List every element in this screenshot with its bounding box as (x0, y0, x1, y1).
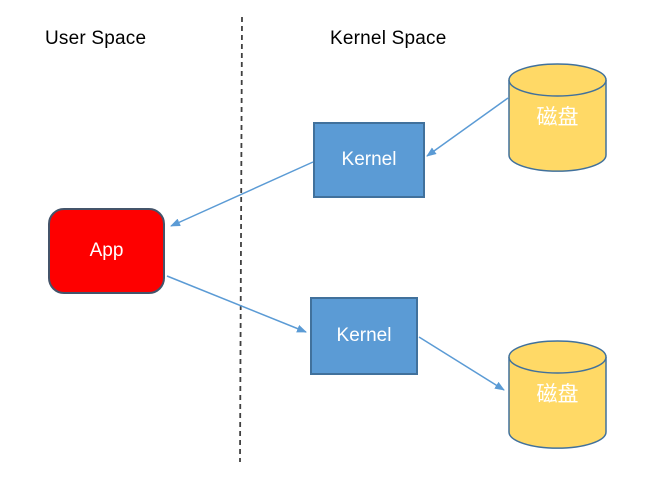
disk-node-top: 磁盘 (508, 63, 607, 172)
arrow-kernel-bottom-to-disk-bottom (418, 336, 505, 391)
kernel-space-label: Kernel Space (330, 28, 447, 49)
kernel-node-bottom: Kernel (310, 297, 418, 375)
disk-node-bottom-label: 磁盘 (536, 383, 579, 406)
disk-node-bottom: 磁盘 (508, 340, 607, 449)
disk-cylinder-icon (508, 340, 607, 449)
kernel-node-top-label: Kernel (341, 149, 397, 170)
disk-node-top-label: 磁盘 (536, 106, 579, 129)
kernel-node-top: Kernel (313, 122, 425, 198)
arrow-app-to-kernel-bottom (166, 275, 307, 333)
user-space-label: User Space (45, 28, 147, 49)
app-node: App (48, 208, 165, 294)
arrow-disk-top-to-kernel-top (426, 97, 509, 157)
arrow-kernel-top-to-app (170, 161, 314, 227)
app-node-label: App (89, 240, 124, 261)
kernel-node-bottom-label: Kernel (336, 325, 392, 346)
disk-cylinder-icon (508, 63, 607, 172)
space-divider-dashed-line (239, 16, 243, 463)
